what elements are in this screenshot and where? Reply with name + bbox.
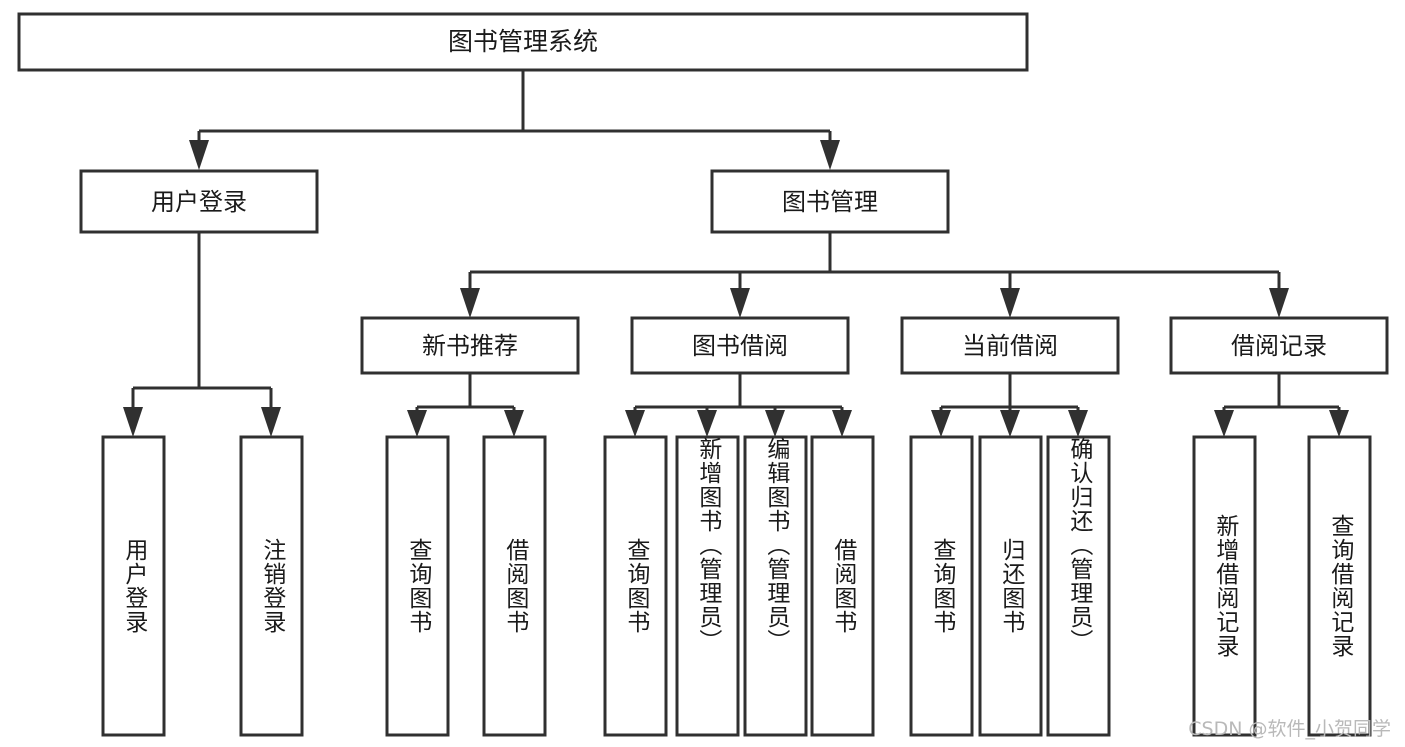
node-current-borrow[interactable]: 当前借阅 <box>900 316 1120 375</box>
node-current-borrow-label: 当前借阅 <box>962 332 1058 360</box>
leaf-box-add-book[interactable] <box>675 435 740 737</box>
arrow-to-new-book-rec <box>460 288 480 318</box>
node-root-box <box>17 12 1029 72</box>
connector-book-borrow-to-leaves <box>625 373 852 437</box>
leaf-box-return-book[interactable] <box>978 435 1043 737</box>
arrow-to-leaf-borrow-book-2 <box>832 410 852 437</box>
arrow-to-leaf-confirm-return <box>1068 410 1088 437</box>
leaf-box-user-login[interactable] <box>101 435 166 737</box>
node-book-borrow[interactable]: 图书借阅 <box>630 316 850 375</box>
leaf-box-borrow-book-1[interactable] <box>482 435 547 737</box>
arrow-to-leaf-add-book <box>697 410 717 437</box>
node-root-label: 图书管理系统 <box>448 27 598 56</box>
leaf-box-query-book-3[interactable] <box>909 435 974 737</box>
node-new-book-rec-box <box>360 316 580 375</box>
node-book-borrow-label: 图书借阅 <box>692 332 788 360</box>
node-book-manage-label: 图书管理 <box>782 188 878 216</box>
node-user-login-label: 用户登录 <box>151 188 247 216</box>
arrow-to-leaf-logout <box>261 407 281 437</box>
leaf-box-edit-book[interactable] <box>743 435 808 737</box>
arrow-to-leaf-user-login <box>123 407 143 437</box>
connector-borrow-record-to-leaves <box>1214 373 1349 437</box>
node-user-login[interactable]: 用户登录 <box>79 169 319 234</box>
arrow-to-book-manage <box>820 140 840 170</box>
arrow-to-book-borrow <box>730 288 750 318</box>
leaf-box-confirm-return[interactable] <box>1046 435 1111 737</box>
leaf-box-query-record[interactable] <box>1307 435 1372 737</box>
node-borrow-record[interactable]: 借阅记录 <box>1169 316 1389 375</box>
connector-current-borrow-to-leaves <box>931 373 1088 437</box>
arrow-to-leaf-borrow-book-1 <box>504 410 524 437</box>
arrow-to-leaf-query-book-1 <box>407 410 427 437</box>
node-borrow-record-label: 借阅记录 <box>1231 332 1327 360</box>
leaf-box-logout[interactable] <box>239 435 304 737</box>
arrow-to-leaf-query-book-2 <box>625 410 645 437</box>
node-new-book-rec-label: 新书推荐 <box>422 332 518 360</box>
watermark-text: CSDN @软件_小贺同学 <box>1188 718 1391 740</box>
arrow-to-borrow-record <box>1269 288 1289 318</box>
arrow-to-user-login <box>189 140 209 170</box>
leaf-box-query-book-1[interactable] <box>385 435 450 737</box>
leaf-box-query-book-2[interactable] <box>603 435 668 737</box>
leaf-box-add-record[interactable] <box>1192 435 1257 737</box>
leaf-box-borrow-book-2[interactable] <box>810 435 875 737</box>
arrow-to-leaf-edit-book <box>765 410 785 437</box>
connector-new-book-rec-to-leaves <box>407 373 524 437</box>
node-book-manage[interactable]: 图书管理 <box>710 169 950 234</box>
arrow-to-leaf-query-record <box>1329 410 1349 437</box>
connector-root-to-level2 <box>189 70 840 170</box>
connector-book-manage-to-level3 <box>460 232 1289 318</box>
arrow-to-leaf-add-record <box>1214 410 1234 437</box>
node-user-login-box <box>79 169 319 234</box>
arrow-to-current-borrow <box>1000 288 1020 318</box>
node-current-borrow-box <box>900 316 1120 375</box>
node-root[interactable]: 图书管理系统 <box>17 12 1029 72</box>
connector-user-login-to-leaves <box>123 232 281 437</box>
arrow-to-leaf-query-book-3 <box>931 410 951 437</box>
node-new-book-rec[interactable]: 新书推荐 <box>360 316 580 375</box>
arrow-to-leaf-return-book <box>1000 410 1020 437</box>
